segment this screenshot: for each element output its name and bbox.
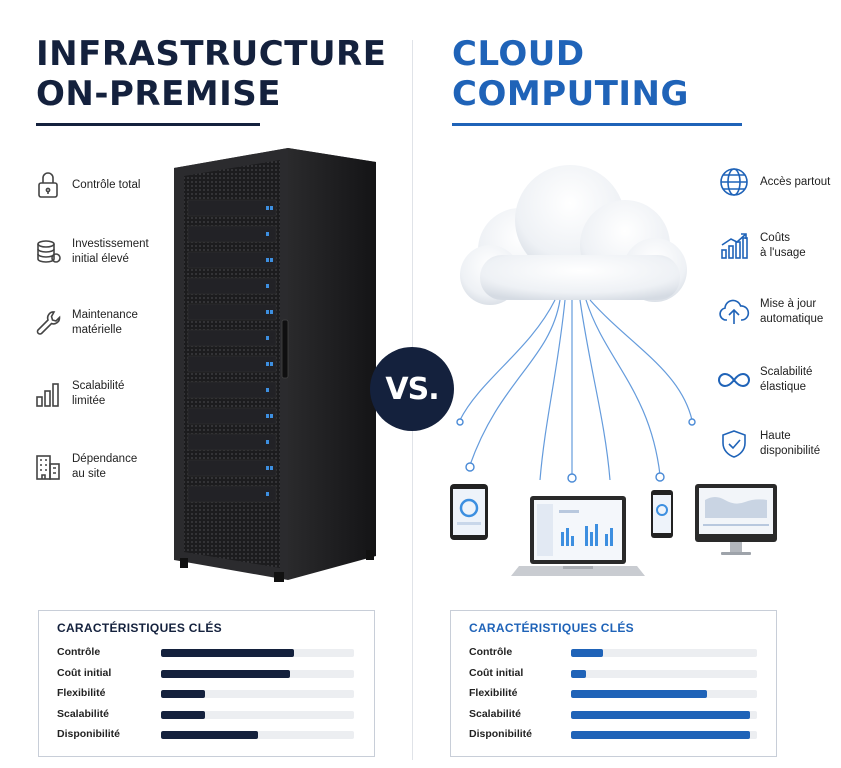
left-row-label-4: Scalabilité — [57, 707, 109, 720]
right-feature-5: Haute disponibilité — [718, 428, 820, 460]
right-panel-title: CARACTÉRISTIQUES CLÉS — [469, 621, 634, 635]
cloud-upload-icon — [719, 299, 750, 324]
left-title-underline — [36, 123, 260, 126]
lock-icon — [38, 172, 58, 198]
building-icon — [36, 455, 60, 480]
left-row-bar-4 — [161, 710, 206, 719]
left-panel-title: CARACTÉRISTIQUES CLÉS — [57, 621, 222, 635]
left-row-label-3: Flexibilité — [57, 687, 106, 699]
coin-stack-icon — [37, 240, 61, 263]
right-row-track-3 — [571, 690, 757, 698]
server-units — [187, 199, 277, 503]
cloud-shape — [460, 165, 687, 305]
right-row-bar-2 — [571, 669, 586, 678]
network-lines — [459, 299, 693, 481]
left-row-track-5 — [161, 731, 354, 739]
right-feature-1-label: Accès partout — [760, 175, 831, 188]
right-feature-2-label: Coûts à l'usage — [760, 232, 806, 259]
cloud-network-illustration — [456, 165, 696, 483]
wrench-icon — [36, 311, 61, 335]
left-row-bar-5 — [161, 731, 258, 739]
right-feature-5-label: Haute disponibilité — [760, 430, 821, 457]
devices-illustration — [450, 484, 777, 576]
right-title-line2: COMPUTING — [452, 74, 689, 114]
globe-icon — [720, 168, 748, 196]
right-feature-3: Mise à jour automatique — [718, 296, 823, 328]
laptop-device — [511, 496, 645, 576]
right-row-bar-5 — [571, 731, 750, 739]
left-feature-3: Maintenance matérielle — [34, 308, 138, 338]
left-row-bar-1 — [161, 649, 295, 657]
left-row-bar-2 — [161, 669, 291, 678]
right-feature-4: Scalabilité élastique — [718, 364, 812, 396]
left-row-track-2 — [161, 669, 354, 678]
vs-badge: VS. — [370, 347, 454, 431]
left-row-bar-3 — [161, 690, 206, 698]
network-nodes — [456, 418, 696, 483]
right-row-bar-3 — [571, 690, 707, 698]
left-row-track-3 — [161, 690, 354, 698]
left-row-label-5: Disponibilité — [57, 728, 120, 740]
right-row-label-4: Scalabilité — [469, 707, 521, 720]
right-feature-4-label: Scalabilité élastique — [760, 366, 813, 393]
right-row-track-4 — [571, 710, 757, 719]
left-feature-4-label: Scalabilité limitée — [72, 380, 125, 407]
right-title-line1: CLOUD — [452, 34, 585, 74]
right-row-label-2: Coût initial — [469, 666, 524, 679]
right-row-bar-1 — [571, 649, 603, 657]
left-feature-1-label: Contrôle total — [72, 178, 141, 191]
left-title-line2: ON-PREMISE — [36, 74, 281, 114]
right-row-track-2 — [571, 669, 757, 678]
left-feature-5: Dépendance au site — [34, 452, 137, 482]
rack-door-handle — [281, 319, 289, 379]
right-row-label-1: Contrôle — [469, 646, 513, 658]
right-feature-2: Coûts à l'usage — [718, 230, 806, 262]
tablet-device — [450, 484, 488, 540]
desktop-monitor-device — [695, 484, 777, 555]
right-row-bar-4 — [571, 710, 750, 719]
shield-check-icon — [722, 430, 746, 458]
right-row-label-3: Flexibilité — [469, 687, 518, 699]
right-title-underline — [452, 123, 742, 126]
left-feature-2-label: Investissement initial élevé — [72, 238, 149, 265]
right-feature-1: Accès partout — [718, 166, 830, 198]
left-row-label-1: Contrôle — [57, 646, 101, 658]
left-feature-3-label: Maintenance matérielle — [72, 309, 138, 336]
bar-chart-icon — [36, 383, 59, 407]
left-title-line1: INFRASTRUCTURE — [36, 34, 387, 74]
left-title: INFRASTRUCTURE ON-PREMISE — [36, 34, 386, 114]
server-leds — [266, 206, 273, 496]
left-feature-1: Contrôle total — [34, 170, 140, 200]
right-row-track-5 — [571, 731, 757, 739]
left-row-label-2: Coût initial — [57, 666, 112, 679]
left-feature-2: Investissement initial élevé — [34, 237, 149, 267]
right-row-track-1 — [571, 649, 757, 657]
left-row-track-1 — [161, 649, 354, 657]
phone-device — [651, 490, 673, 538]
right-row-label-5: Disponibilité — [469, 728, 532, 740]
server-rack-illustration — [174, 148, 376, 582]
right-title: CLOUD COMPUTING — [452, 34, 689, 114]
left-feature-4: Scalabilité limitée — [34, 379, 124, 409]
left-feature-5-label: Dépendance au site — [72, 453, 138, 480]
left-row-track-4 — [161, 710, 354, 719]
right-feature-3-label: Mise à jour automatique — [760, 298, 824, 325]
infinity-icon — [718, 372, 750, 388]
rising-chart-icon — [721, 233, 748, 259]
